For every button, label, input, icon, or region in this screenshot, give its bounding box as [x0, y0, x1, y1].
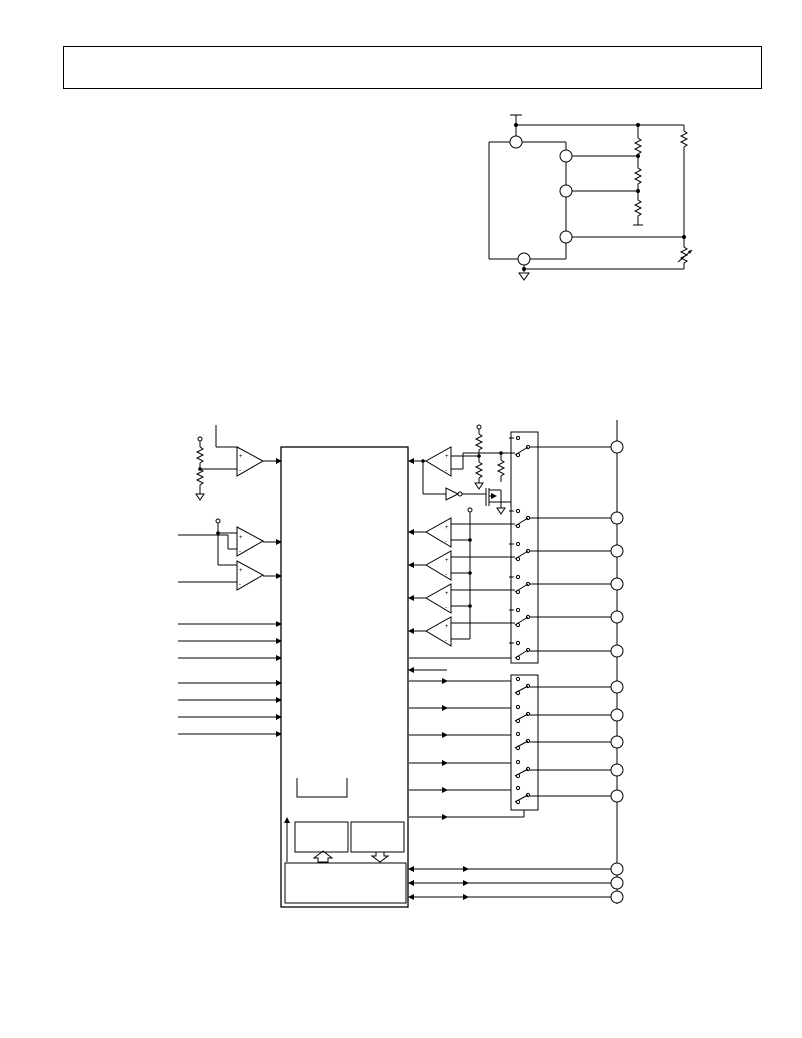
internal-register-a — [294, 821, 349, 853]
top-application-diagram — [488, 114, 693, 281]
top-supply-pin — [509, 135, 523, 149]
right-comparator-3: + - — [408, 550, 515, 581]
top-ic-outline — [488, 141, 567, 260]
svg-text:+: + — [445, 591, 449, 597]
svg-text:+: + — [239, 535, 243, 541]
left-digital-inputs — [178, 621, 282, 737]
svg-text:-: - — [445, 605, 447, 611]
right-comparator-5: + - — [408, 540, 515, 647]
svg-text:-: - — [445, 539, 447, 545]
top-pullup-and-thermistor — [572, 125, 693, 269]
svg-text:-: - — [445, 638, 447, 644]
svg-text:+: + — [445, 624, 449, 630]
top-power-rail — [510, 114, 684, 137]
svg-text:-: - — [239, 468, 241, 474]
svg-text:+: + — [445, 525, 449, 531]
serial-bus-lines — [408, 866, 611, 900]
svg-text:+: + — [445, 454, 449, 460]
register-b-data-arrow — [370, 851, 390, 863]
right-comparator-2: + - — [408, 517, 515, 548]
internal-sub-block — [296, 778, 348, 798]
lower-switches — [514, 676, 611, 805]
top-ground-symbol — [518, 265, 684, 281]
upper-switches — [509, 435, 611, 661]
right-comparator-4: + - — [408, 583, 515, 614]
core-logic-block — [280, 446, 409, 908]
page-header-box — [63, 46, 762, 89]
svg-text:-: - — [445, 468, 447, 474]
internal-register-b — [350, 821, 405, 853]
svg-text:-: - — [445, 572, 447, 578]
top-pin-c — [559, 230, 573, 244]
serial-interface-block — [284, 862, 407, 904]
block-diagram: + - + - + — [178, 420, 624, 908]
right-pins — [610, 440, 624, 904]
register-a-data-arrow — [312, 850, 334, 863]
svg-text:-: - — [239, 549, 241, 555]
top-resistor-divider — [572, 125, 643, 226]
core-outputs — [409, 678, 525, 820]
svg-text:+: + — [239, 454, 243, 460]
right-comparator-top: + - — [408, 424, 515, 540]
upper-switch-bank — [510, 431, 539, 664]
top-pin-a — [559, 149, 573, 163]
top-pin-b — [559, 184, 573, 198]
svg-text:+: + — [239, 568, 243, 574]
svg-text:-: - — [239, 582, 241, 588]
left-comparator-pair: + - + - — [178, 518, 282, 591]
svg-text:+: + — [445, 558, 449, 564]
top-ground-pin — [517, 252, 531, 266]
left-comparator-1: + - — [195, 425, 282, 501]
